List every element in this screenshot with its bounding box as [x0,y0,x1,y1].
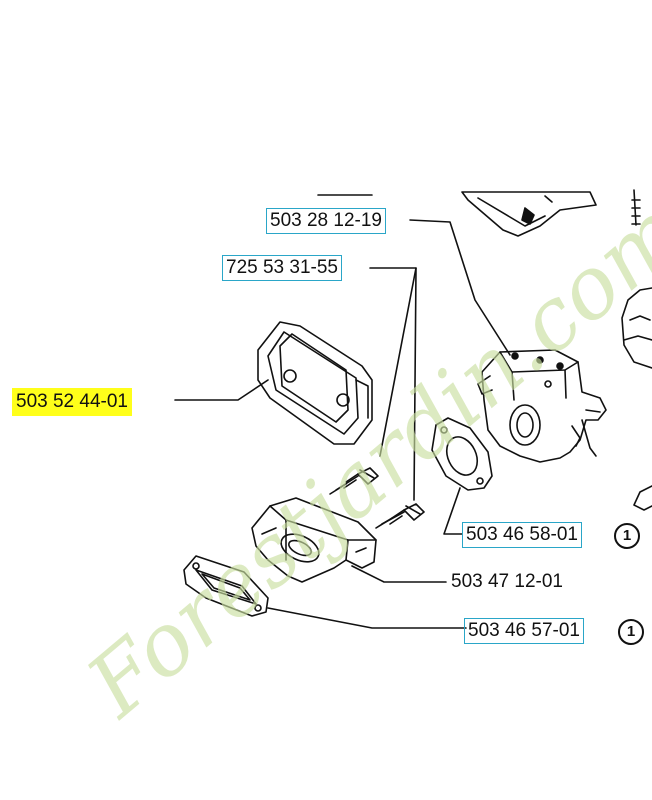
part-number-503-28-12-19[interactable]: 503 28 12-19 [266,208,386,234]
part-number-503-46-57-01[interactable]: 503 46 57-01 [464,618,584,644]
bolt [375,503,425,529]
bolt [329,467,379,495]
engine-housing-part [461,191,597,237]
leader-line [351,565,447,583]
leader-line [369,267,417,457]
manifold-gasket [183,555,269,617]
cylinder-part [621,189,652,511]
leader-line [413,267,417,501]
reference-marker: 1 [614,523,640,549]
reference-marker: 1 [618,619,644,645]
part-number-725-53-31-55[interactable]: 725 53 31-55 [222,255,342,281]
part-number-503-52-44-01[interactable]: 503 52 44-01 [12,388,132,416]
part-number-503-46-58-01[interactable]: 503 46 58-01 [462,522,582,548]
leader-line [409,219,511,356]
leader-line [267,607,467,629]
leader-line [174,379,269,401]
leader-line [443,487,463,535]
filter-gasket [257,321,373,445]
intake-manifold [251,497,377,583]
part-number-503-47-12-01[interactable]: 503 47 12-01 [451,571,563,592]
carburetor-gasket [431,417,493,491]
carburetor [477,349,607,463]
